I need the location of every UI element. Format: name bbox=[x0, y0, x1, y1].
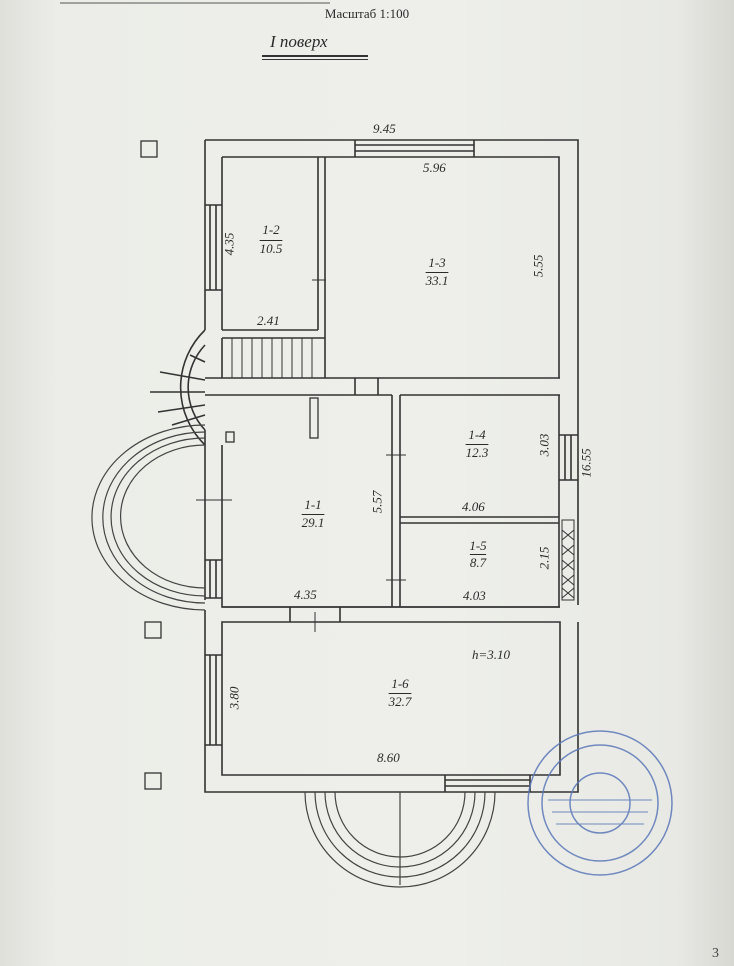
room-area: 12.3 bbox=[465, 445, 489, 460]
dim-r13-width: 5.96 bbox=[423, 160, 446, 175]
dim-r15-height: 2.15 bbox=[536, 546, 552, 570]
official-stamp bbox=[527, 730, 673, 876]
dim-r16-height: 3.80 bbox=[226, 686, 242, 710]
window-left-r12 bbox=[205, 204, 222, 291]
dim-r12-height: 4.35 bbox=[221, 232, 237, 256]
stairs bbox=[221, 337, 325, 378]
dim-r16-width: 8.60 bbox=[377, 750, 400, 765]
window-top bbox=[354, 140, 475, 157]
door-bottom-right bbox=[444, 775, 531, 792]
dim-r12-width: 2.41 bbox=[257, 313, 280, 328]
room-area: 8.7 bbox=[469, 555, 487, 570]
dim-r14-height: 3.03 bbox=[536, 433, 552, 457]
title-underline-second bbox=[262, 59, 368, 60]
room-number: 1-5 bbox=[469, 538, 487, 553]
dim-overall-height: 16.55 bbox=[578, 448, 594, 478]
dim-r14-width: 4.06 bbox=[462, 499, 485, 514]
room-number: 1-1 bbox=[304, 497, 322, 512]
room-area: 10.5 bbox=[259, 241, 283, 256]
top-edge-line bbox=[60, 2, 330, 4]
door-tick bbox=[196, 279, 406, 632]
room-number: 1-2 bbox=[262, 222, 280, 237]
room-number: 1-6 bbox=[391, 676, 409, 691]
door-corridor bbox=[354, 378, 379, 395]
room-area: 32.7 bbox=[388, 694, 412, 709]
page-number: 3 bbox=[712, 946, 719, 961]
room-area: 33.1 bbox=[425, 273, 449, 288]
dim-r13-height: 5.55 bbox=[530, 254, 546, 278]
title-underline bbox=[262, 55, 368, 57]
outer-wall bbox=[204, 139, 579, 793]
inner-outline bbox=[221, 156, 561, 776]
window-right-r14 bbox=[559, 434, 578, 481]
dim-r11-width: 4.35 bbox=[294, 587, 317, 602]
dim-overall-width: 9.45 bbox=[373, 121, 396, 136]
hatched-element bbox=[561, 519, 575, 601]
window-left-r11 bbox=[205, 559, 222, 599]
window-left-r16 bbox=[205, 654, 222, 746]
wall-r14-r15 bbox=[400, 516, 559, 524]
wall-r11-right bbox=[391, 395, 401, 607]
room-number: 1-4 bbox=[468, 427, 486, 442]
west-terrace bbox=[91, 424, 206, 611]
dim-r15-width: 4.03 bbox=[463, 588, 486, 603]
column-markers bbox=[140, 140, 319, 790]
room-area: 29.1 bbox=[301, 515, 325, 530]
scale-label: Масштаб 1:100 bbox=[324, 6, 410, 21]
floor-title: I поверх bbox=[270, 32, 328, 51]
dim-r11-height: 5.57 bbox=[369, 490, 385, 514]
wall-r12-r13 bbox=[317, 157, 326, 378]
south-porch bbox=[304, 791, 496, 888]
stair-treads bbox=[231, 338, 313, 378]
corridor-wall bbox=[205, 377, 560, 396]
room-number: 1-3 bbox=[428, 255, 446, 270]
door-r11-r16 bbox=[289, 607, 341, 622]
ceiling-height: h=3.10 bbox=[472, 647, 511, 662]
